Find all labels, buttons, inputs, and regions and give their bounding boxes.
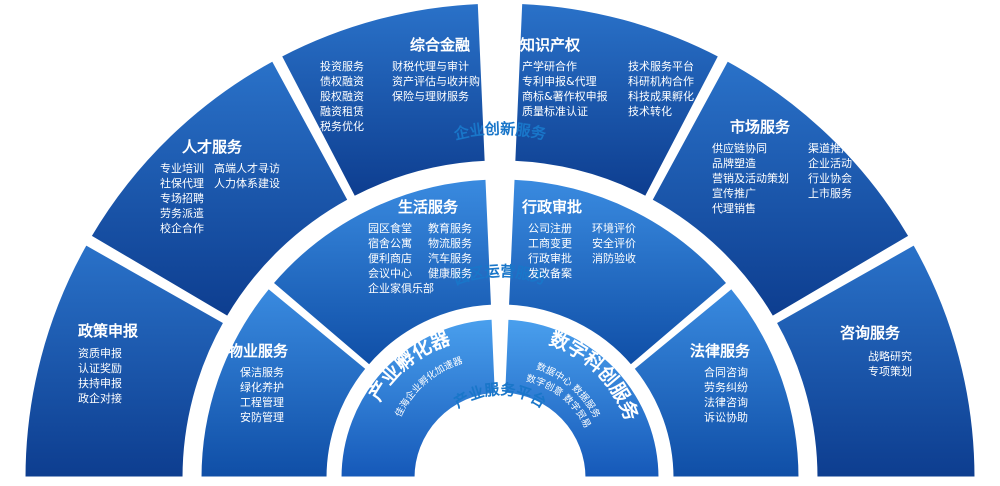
outer-item-policy: 扶持申报 xyxy=(78,376,122,390)
outer-item-talent: 专场招聘 xyxy=(160,191,204,205)
outer-item-ip: 技术转化 xyxy=(628,104,672,118)
middle-item-admin: 安全评价 xyxy=(592,236,636,250)
middle-title-legal: 法律服务 xyxy=(690,342,751,360)
outer-item-market: 上市服务 xyxy=(808,186,852,200)
middle-segment-life xyxy=(269,176,495,369)
outer-item-talent: 校企合作 xyxy=(160,221,204,235)
outer-item-talent: 劳务派遣 xyxy=(160,206,204,220)
middle-item-life: 便利商店 xyxy=(368,251,412,265)
outer-item-talent: 人力体系建设 xyxy=(214,176,280,190)
outer-segment-policy xyxy=(22,241,228,480)
outer-item-policy: 政企对接 xyxy=(78,391,122,405)
outer-item-market: 行业协会 xyxy=(808,171,852,185)
outer-item-market: 品牌塑造 xyxy=(712,156,756,170)
outer-segment-talent xyxy=(87,57,352,320)
outer-item-ip: 科研机构合作 xyxy=(628,74,694,88)
middle-item-life: 教育服务 xyxy=(428,221,472,235)
outer-item-market: 营销及活动策划 xyxy=(712,171,789,185)
outer-item-ip: 商标&著作权申报 xyxy=(522,89,608,103)
outer-segment-consult xyxy=(772,241,978,480)
outer-item-market: 企业活动 xyxy=(808,156,852,170)
outer-item-talent: 专业培训 xyxy=(160,161,204,175)
middle-item-legal: 法律咨询 xyxy=(704,395,748,409)
middle-item-legal: 诉讼协助 xyxy=(704,410,748,424)
outer-title-finance: 综合金融 xyxy=(410,36,470,54)
middle-segment-admin xyxy=(505,176,731,369)
middle-item-admin: 发改备案 xyxy=(528,266,572,280)
outer-title-ip: 知识产权 xyxy=(520,36,581,54)
middle-item-legal: 合同咨询 xyxy=(704,365,748,379)
outer-item-ip: 科技成果孵化 xyxy=(628,89,694,103)
middle-item-admin: 环境评价 xyxy=(592,221,636,235)
outer-item-finance: 保险与理财服务 xyxy=(392,89,469,103)
outer-title-consult: 咨询服务 xyxy=(840,324,901,342)
outer-item-ip: 技术服务平台 xyxy=(628,59,694,73)
outer-segment-ip xyxy=(512,0,722,200)
middle-item-admin: 工商变更 xyxy=(528,236,572,250)
band-label-enterprise-innovation: 企业创新服务 xyxy=(451,120,548,144)
outer-item-market: 供应链协同 xyxy=(712,141,767,155)
outer-title-market: 市场服务 xyxy=(730,118,791,136)
outer-item-finance: 股权融资 xyxy=(320,90,364,103)
outer-item-consult: 战略研究 xyxy=(868,349,912,363)
outer-item-finance: 资产评估与收并购 xyxy=(392,74,480,88)
outer-item-market: 宣传推广 xyxy=(712,186,756,200)
outer-item-ip: 专利申报&代理 xyxy=(522,74,597,88)
outer-item-finance: 融资租赁 xyxy=(320,104,364,118)
inner-segment-digital xyxy=(502,316,662,480)
outer-item-market: 代理销售 xyxy=(712,201,756,215)
middle-item-life: 健康服务 xyxy=(428,266,472,280)
outer-item-finance: 税务优化 xyxy=(320,119,364,133)
middle-item-property: 工程管理 xyxy=(240,395,284,409)
core-disc xyxy=(420,398,580,478)
middle-item-life: 会议中心 xyxy=(368,267,412,280)
outer-item-talent: 社保代理 xyxy=(160,176,204,190)
middle-item-admin: 消防验收 xyxy=(592,251,636,265)
middle-item-property: 绿化养护 xyxy=(240,380,284,394)
outer-title-policy: 政策申报 xyxy=(78,322,138,340)
outer-segment-finance xyxy=(278,0,488,200)
inner-segment-incubator xyxy=(338,316,498,480)
middle-item-legal: 劳务纠纷 xyxy=(704,381,748,394)
outer-title-talent: 人才服务 xyxy=(182,138,243,156)
outer-item-finance: 债权融资 xyxy=(320,74,364,88)
outer-item-finance: 财税代理与审计 xyxy=(392,59,469,73)
middle-item-admin: 行政审批 xyxy=(528,251,572,265)
middle-item-life: 企业家俱乐部 xyxy=(368,281,434,295)
middle-item-property: 安防管理 xyxy=(240,410,284,424)
middle-segment-property xyxy=(198,285,370,480)
middle-title-admin: 行政审批 xyxy=(521,198,582,216)
middle-item-admin: 公司注册 xyxy=(528,221,572,235)
middle-item-life: 物流服务 xyxy=(428,236,472,250)
middle-title-life: 生活服务 xyxy=(398,198,459,216)
middle-segment-legal xyxy=(630,285,802,480)
middle-item-life: 园区食堂 xyxy=(368,221,412,235)
outer-item-ip: 质量标准认证 xyxy=(522,104,588,118)
middle-item-property: 保洁服务 xyxy=(240,365,284,379)
outer-item-talent: 高端人才寻访 xyxy=(214,161,280,175)
outer-item-finance: 投资服务 xyxy=(320,59,364,73)
outer-item-consult: 专项策划 xyxy=(868,364,912,378)
outer-item-policy: 资质申报 xyxy=(78,346,122,360)
middle-title-property: 物业服务 xyxy=(228,342,289,360)
middle-item-life: 汽车服务 xyxy=(428,251,472,265)
outer-item-market: 渠道推广 xyxy=(808,141,852,155)
outer-item-ip: 产学研合作 xyxy=(522,59,577,73)
middle-item-life: 宿舍公寓 xyxy=(368,236,412,250)
outer-item-policy: 认证奖励 xyxy=(78,361,122,375)
outer-segment-market xyxy=(648,57,913,320)
